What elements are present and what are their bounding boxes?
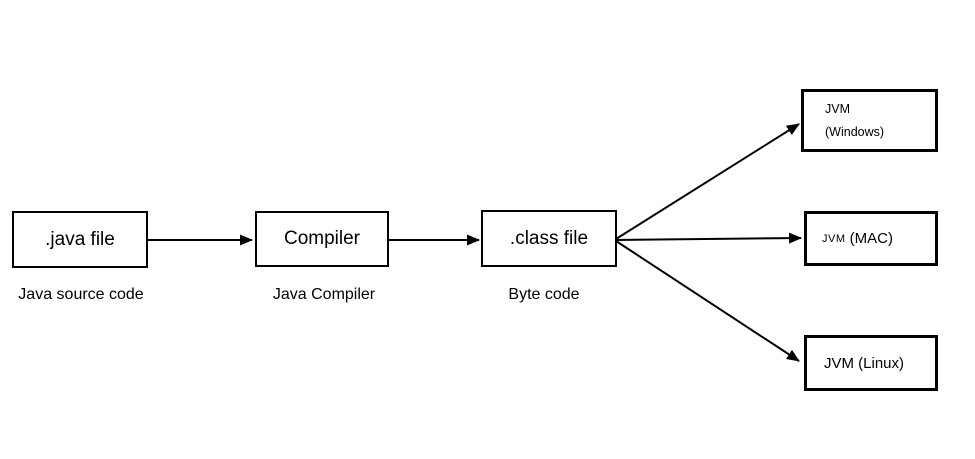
node-jvm-windows: JVM (Windows) bbox=[801, 89, 938, 152]
caption-byte-code: Byte code bbox=[508, 286, 580, 303]
node-java-file-label: .java file bbox=[45, 228, 115, 250]
arrow-class-to-jvm-windows bbox=[615, 123, 800, 240]
node-jvm-mac-jvm: JVM bbox=[822, 232, 846, 245]
node-java-file: .java file bbox=[12, 211, 148, 268]
caption-java-compiler: Java Compiler bbox=[272, 286, 376, 303]
node-jvm-linux-label: JVM (Linux) bbox=[824, 354, 905, 372]
arrow-class-to-jvm-mac bbox=[615, 232, 802, 244]
node-jvm-windows-line1: JVM bbox=[825, 101, 850, 116]
node-jvm-windows-label: JVM (Windows) bbox=[825, 98, 884, 144]
node-jvm-linux: JVM (Linux) bbox=[804, 335, 938, 391]
node-class-file-label: .class file bbox=[509, 227, 589, 249]
node-jvm-windows-line2: (Windows) bbox=[825, 124, 885, 139]
arrow-class-to-jvm-linux bbox=[615, 240, 800, 362]
node-compiler: Compiler bbox=[255, 211, 389, 267]
node-compiler-label: Compiler bbox=[283, 228, 361, 249]
node-jvm-mac: JVM (MAC) bbox=[804, 211, 938, 266]
node-jvm-mac-platform: (MAC) bbox=[845, 230, 893, 247]
node-class-file: .class file bbox=[481, 210, 617, 267]
caption-java-source-code: Java source code bbox=[18, 286, 144, 303]
